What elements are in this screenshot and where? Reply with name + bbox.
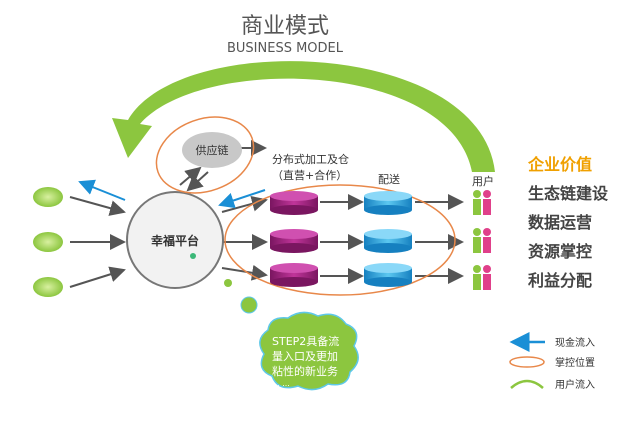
supply-chain-label: 供应链 — [196, 143, 229, 157]
delivery-label: 配送 — [378, 172, 400, 186]
processing-sublabel: （直营+合作） — [272, 168, 347, 182]
processing-label: 分布式加工及仓 — [272, 152, 349, 166]
cloud-line: 量入口及更加 — [272, 350, 338, 363]
cash-flow-arrows — [78, 179, 266, 209]
value-item: 资源掌控 — [528, 242, 592, 261]
title: 商业模式 — [241, 14, 329, 39]
user-people-icons — [473, 190, 491, 290]
supply-chain-control-ellipse — [155, 116, 255, 194]
value-item: 企业价值 — [527, 155, 592, 174]
legend-label: 用户流入 — [555, 378, 595, 391]
subtitle: BUSINESS MODEL — [227, 41, 344, 56]
delivery-cylinders — [364, 191, 412, 287]
platform-circle — [126, 191, 224, 289]
user-flow-arc — [112, 61, 495, 172]
supply-chain-node — [182, 132, 242, 168]
value-list: 企业价值 生态链建设 数据运营 资源掌控 利益分配 — [527, 155, 609, 290]
dot — [190, 253, 196, 259]
legend-label: 掌控位置 — [555, 356, 595, 369]
thought-bubble: STEP2具备流 量入口及更加 粘性的新业务 ... ... — [224, 279, 359, 391]
user-sources — [33, 187, 63, 297]
value-item: 利益分配 — [528, 271, 592, 290]
value-item: 数据运营 — [528, 213, 592, 232]
legend-label: 现金流入 — [555, 336, 595, 349]
orange-ellipse-icon — [509, 356, 545, 368]
platform-label: 幸福平台 — [151, 233, 199, 248]
cloud-line: 粘性的新业务 — [272, 364, 338, 378]
users-label: 用户 — [472, 174, 494, 188]
warehouse-cylinders — [270, 191, 318, 287]
warehouse-control-ellipse — [224, 184, 456, 296]
green-arc-icon — [510, 379, 544, 389]
flow-arrows — [69, 140, 464, 288]
cloud-ellipsis: ... ... — [272, 379, 290, 388]
cloud-line: STEP2具备流 — [272, 334, 339, 348]
legend: 现金流入 掌控位置 用户流入 — [509, 332, 595, 391]
value-item: 生态链建设 — [528, 184, 609, 203]
